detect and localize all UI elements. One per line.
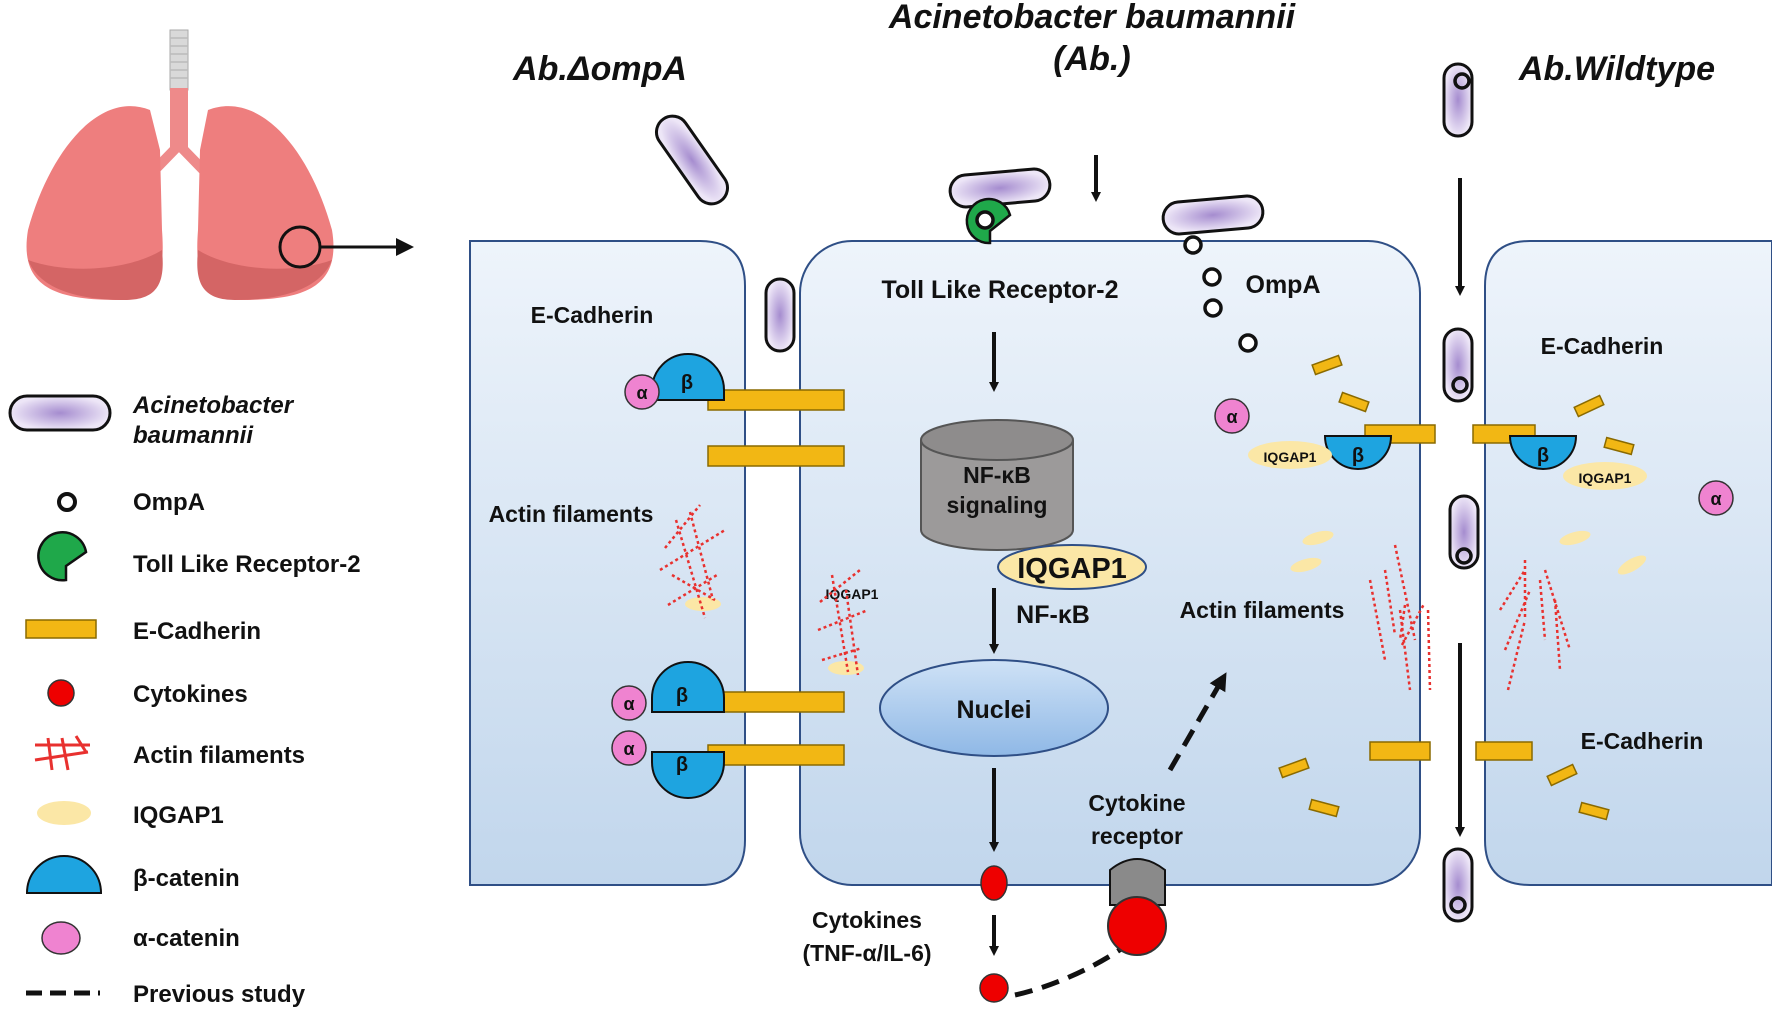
legend-previous-study: Previous study (133, 981, 306, 1008)
ecadherin-label-left: E-Cadherin (531, 302, 654, 328)
cytokine-receptor-label-line1: Cytokine (1088, 790, 1185, 816)
legend-beta-catenin-swatch (25, 855, 103, 894)
signal-arrows (989, 155, 1465, 956)
legend-ecadherin-swatch (25, 619, 97, 639)
bacterium-wt-bottom (1442, 847, 1474, 923)
legend-iqgap1: IQGAP1 (133, 802, 224, 829)
title-line2: (Ab.) (1053, 40, 1130, 78)
legend-alpha-catenin-swatch (41, 921, 81, 955)
e-cadherin-junctions (707, 354, 1635, 821)
ompa-particles (1183, 235, 1258, 353)
legend-actin: Actin filaments (133, 742, 305, 769)
svg-text:α: α (623, 739, 634, 759)
cytokines (979, 865, 1009, 1003)
iqgap1-label-junction-right: IQGAP1 (1579, 470, 1632, 486)
cytokine-receptor-label-line2: receptor (1091, 823, 1183, 849)
legend-cytokine-swatch (47, 679, 75, 707)
nuclei: Nuclei (879, 659, 1109, 757)
svg-text:α: α (636, 383, 647, 403)
legend-bacterium-line2: baumannii (133, 422, 254, 449)
legend-alpha-catenin: α-catenin (133, 925, 240, 952)
svg-text:β: β (676, 754, 688, 776)
actin-label-left: Actin filaments (489, 501, 654, 527)
lungs-illustration (26, 29, 414, 300)
title-line1: Acinetobacter baumannii (888, 0, 1297, 36)
legend-tlr2: Toll Like Receptor-2 (133, 551, 361, 578)
strain-mutant-label: Ab.ΔompA (512, 50, 687, 88)
tlr2-label: Toll Like Receptor-2 (881, 276, 1118, 304)
legend-ecadherin: E-Cadherin (133, 618, 261, 645)
iqgap1-particles (685, 441, 1647, 675)
tlr2-receptor (965, 197, 1012, 245)
svg-text:β: β (1352, 445, 1364, 467)
bacterium-ompa (1160, 193, 1266, 237)
ompa-label: OmpA (1246, 271, 1321, 299)
bacteria (648, 62, 1480, 923)
iqgap1-main-label: IQGAP1 (1017, 553, 1127, 585)
svg-text:β: β (1537, 445, 1549, 467)
catenins (611, 353, 1734, 799)
dashed-arrow-receptor-to-actin (1167, 672, 1227, 772)
legend-bacterium-swatch (8, 394, 112, 432)
strain-wildtype-label: Ab.Wildtype (1518, 50, 1715, 88)
svg-text:β: β (681, 372, 693, 394)
nfkb-label: NF-κB (1016, 601, 1090, 629)
bacterium-mutant-free (648, 108, 736, 212)
legend-ompa-swatch (57, 492, 77, 512)
iqgap1-label-junction-center: IQGAP1 (1264, 449, 1317, 465)
svg-text:α: α (1226, 407, 1237, 427)
legend-tlr2-swatch (37, 531, 88, 582)
legend-iqgap1-swatch (37, 801, 91, 825)
cytokines-label-line2: (TNF-α/IL-6) (802, 940, 931, 966)
iqgap1-label-left: IQGAP1 (826, 586, 879, 602)
legend-actin-swatch (34, 735, 90, 771)
svg-text:α: α (1710, 489, 1721, 509)
actin-label-center: Actin filaments (1180, 597, 1345, 623)
nfkb-signaling-box: NF-κB signaling IQGAP1 (920, 419, 1147, 590)
legend-ompa: OmpA (133, 489, 205, 516)
catenin-labels: β α β α β α β α β α (623, 372, 1721, 776)
ecadherin-label-right-bottom: E-Cadherin (1581, 728, 1704, 754)
svg-text:β: β (676, 685, 688, 707)
actin-filaments (659, 504, 1572, 691)
cytokine-receptor (1107, 858, 1167, 956)
left-cell (469, 240, 746, 886)
bacterium-wt-junction-2 (1448, 494, 1480, 570)
legend-cytokines: Cytokines (133, 681, 248, 708)
legend-bacterium-line1: Acinetobacter (132, 392, 295, 419)
nfkb-box-line2: signaling (947, 492, 1048, 518)
legend-beta-catenin: β-catenin (133, 865, 240, 892)
cytokines-label-line1: Cytokines (812, 907, 922, 933)
ecadherin-label-right-top: E-Cadherin (1541, 333, 1664, 359)
bacterium-mutant-junction (764, 277, 796, 353)
legend: Acinetobacter baumannii OmpA Toll Like R… (8, 392, 361, 1008)
svg-text:α: α (623, 694, 634, 714)
nuclei-label: Nuclei (956, 696, 1031, 724)
nfkb-box-line1: NF-κB (963, 462, 1031, 488)
